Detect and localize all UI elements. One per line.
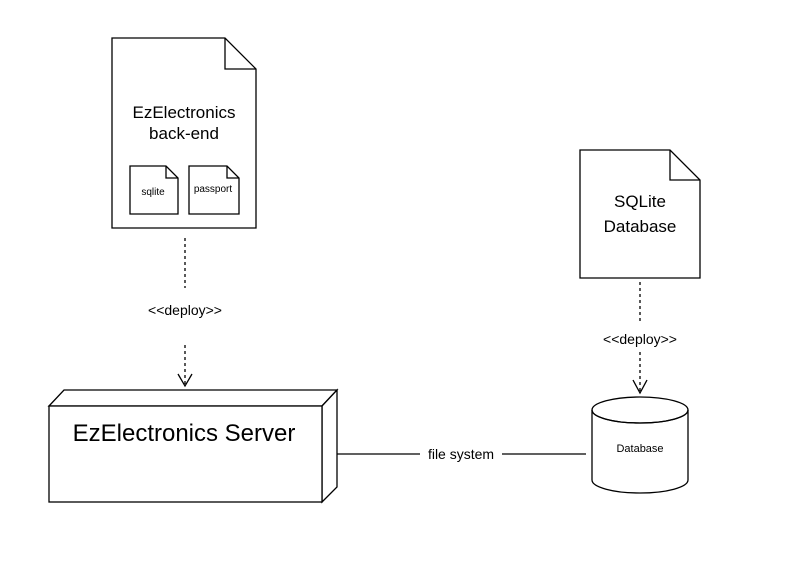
sqlite-database-title-line1: SQLite — [614, 192, 666, 211]
deploy-connector-database: <<deploy>> — [603, 282, 677, 395]
sqlite-library-artifact[interactable]: sqlite — [129, 165, 179, 215]
file-system-connector: file system — [337, 446, 586, 462]
backend-artifact[interactable]: EzElectronics back-end sqlite passport — [111, 37, 257, 229]
sqlite-database-title-line2: Database — [604, 217, 677, 236]
server-node-label: EzElectronics Server — [73, 420, 296, 447]
sqlite-database-artifact[interactable]: SQLite Database — [579, 149, 701, 279]
database-node[interactable]: Database — [591, 396, 689, 494]
passport-library-label: passport — [194, 184, 233, 195]
backend-artifact-title-line2: back-end — [149, 124, 219, 143]
backend-artifact-title-line1: EzElectronics — [133, 103, 236, 122]
deploy-label-database: <<deploy>> — [603, 331, 677, 347]
deploy-connector-backend: <<deploy>> — [148, 238, 222, 388]
server-node[interactable]: EzElectronics Server — [47, 388, 339, 504]
deploy-label-backend: <<deploy>> — [148, 302, 222, 318]
passport-library-artifact[interactable]: passport — [188, 165, 240, 215]
sqlite-library-label: sqlite — [141, 187, 165, 198]
file-system-label: file system — [428, 446, 494, 462]
database-node-label: Database — [616, 443, 663, 455]
